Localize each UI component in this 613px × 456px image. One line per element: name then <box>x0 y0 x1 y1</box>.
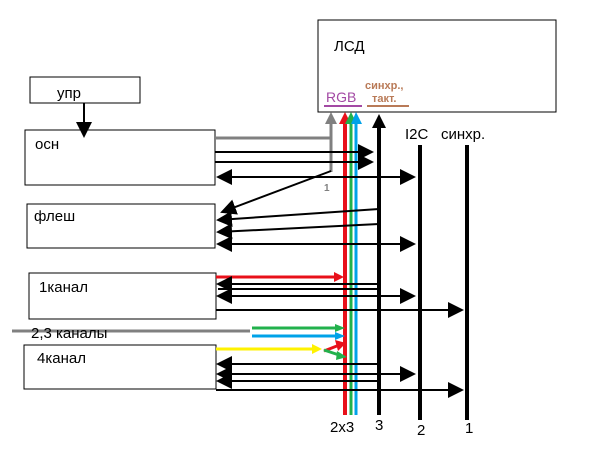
gray-arrowhead <box>325 112 337 124</box>
flash-block <box>26 203 216 249</box>
ch4-yellow-arrowhead <box>312 344 322 354</box>
rgb-blue-arrowhead <box>351 112 362 124</box>
bus3-label: 3 <box>375 417 383 434</box>
ch4-red-arrowhead <box>335 340 346 351</box>
ch4-green-arrowhead <box>336 351 347 360</box>
flash-in-line-1 <box>216 208 380 228</box>
flash-in-line-2 <box>216 223 380 240</box>
osn-lcd-gray-link <box>215 120 333 140</box>
ch1-label: 1канал <box>39 279 88 296</box>
rgb-label: RGB <box>326 89 356 105</box>
osn-block <box>24 129 216 186</box>
sync-clock-label-1: синхр., <box>365 80 403 92</box>
ch4-block <box>23 344 217 390</box>
ch23-green-arrowhead <box>335 324 345 332</box>
ch1-block <box>28 272 217 320</box>
i2c-label: I2C <box>405 126 429 143</box>
upr-block <box>29 76 141 104</box>
gray-marker-label: 1 <box>324 183 330 194</box>
osn-flash-diagonal <box>220 170 332 215</box>
rgb-count-label: 2x3 <box>330 419 354 436</box>
sync-clock-arrowhead <box>372 114 386 128</box>
bus1-label: 1 <box>465 420 473 437</box>
bus2-label: 2 <box>417 422 425 439</box>
sync-label: синхр. <box>441 126 485 143</box>
upr-label: упр <box>57 85 81 102</box>
flash-label: флеш <box>34 208 75 225</box>
osn-label: осн <box>35 136 59 153</box>
lcd-label: ЛСД <box>334 38 365 55</box>
sync-clock-label-2: такт. <box>372 93 397 105</box>
ch4-label: 4канал <box>37 350 86 367</box>
lcd-block <box>317 19 557 113</box>
ch23-blue-arrowhead <box>335 332 345 340</box>
ch1-red-arrowhead <box>334 272 344 282</box>
ch23-label: 2,3 каналы <box>31 325 107 342</box>
